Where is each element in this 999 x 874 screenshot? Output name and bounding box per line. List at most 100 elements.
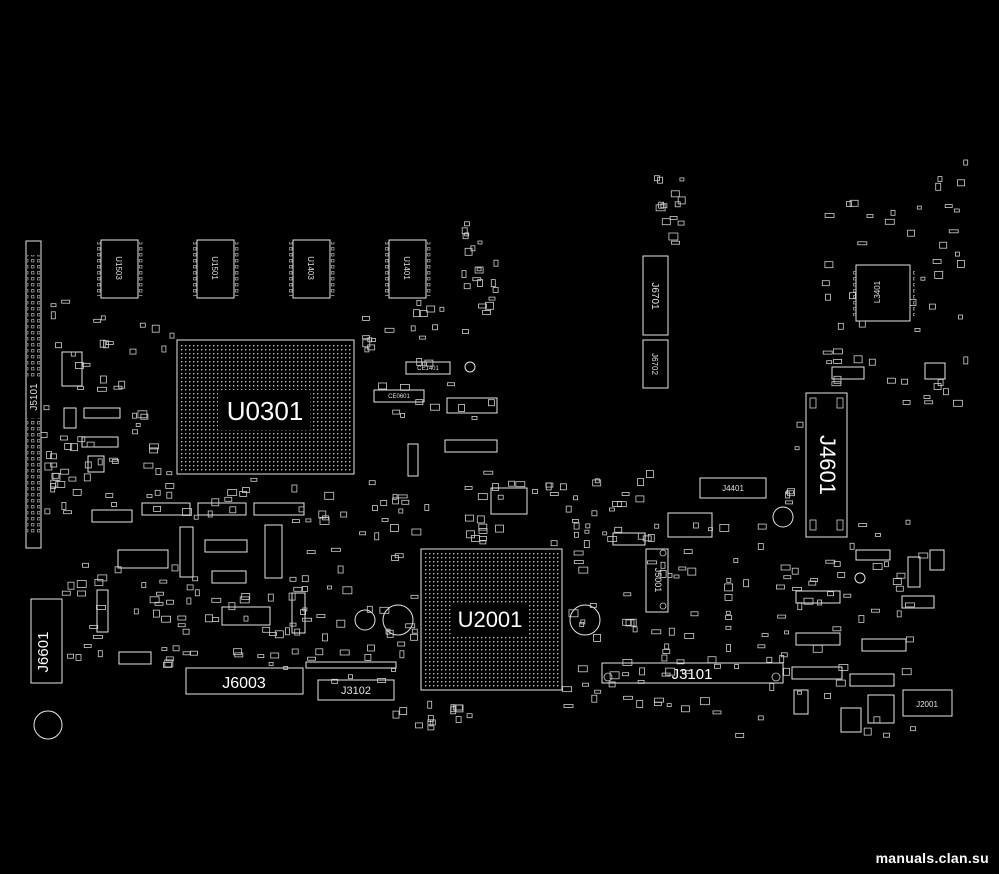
smd-pad	[427, 715, 434, 722]
smd-pad	[89, 625, 99, 629]
smd-pad	[105, 341, 114, 346]
smd-pad	[780, 652, 788, 658]
smd-pad	[140, 413, 149, 420]
inductor-l3401: L3401	[851, 264, 915, 322]
smd-pad	[719, 524, 730, 532]
smd-pad	[212, 617, 220, 622]
smd-pad	[362, 335, 371, 340]
smd-pad	[573, 522, 580, 530]
smd-pad	[50, 303, 57, 308]
smd-pad	[497, 494, 504, 500]
smd-pad	[681, 705, 690, 713]
smd-pad	[812, 644, 823, 653]
smd-pad	[670, 190, 680, 198]
smd-pad	[827, 591, 834, 597]
smd-pad	[182, 651, 191, 656]
smd-pad	[372, 505, 378, 512]
smd-pad	[667, 573, 673, 578]
smd-pad	[647, 534, 655, 542]
smd-pad	[476, 267, 482, 272]
smd-pad	[411, 528, 422, 536]
connector-j6003: J6003	[185, 667, 304, 695]
smd-pad	[111, 502, 117, 507]
smd-pad	[953, 399, 963, 407]
smd-pad	[241, 593, 251, 600]
smd-pad	[416, 299, 422, 306]
smd-pad	[241, 487, 250, 494]
smd-pad	[306, 550, 316, 554]
smd-pad	[479, 536, 487, 541]
smd-pad	[342, 586, 353, 595]
smd-pad	[367, 344, 376, 351]
smd-pad	[100, 375, 107, 384]
smd-pad	[623, 592, 632, 597]
smd-pad	[835, 679, 846, 687]
smd-pad	[757, 715, 764, 721]
smd-pad	[660, 203, 668, 209]
connector-j3102: J3102	[317, 679, 395, 701]
smd-pad	[186, 597, 192, 605]
smd-pad	[637, 532, 646, 540]
smd-pad	[415, 722, 423, 729]
smd-pad	[50, 462, 58, 468]
connector-j4401: J4401	[699, 477, 767, 499]
smd-pad	[211, 597, 222, 603]
j5101-label: J5101	[29, 383, 40, 411]
smd-pad	[164, 659, 174, 668]
smd-pad	[914, 327, 921, 332]
smd-pad	[901, 668, 912, 676]
smd-pad	[905, 519, 911, 525]
smd-pad	[797, 602, 803, 611]
smd-pad	[810, 578, 818, 582]
smd-pad	[621, 492, 630, 496]
smd-pad	[392, 409, 401, 415]
smd-pad	[944, 204, 953, 209]
smd-pad	[367, 644, 375, 652]
smd-pad	[833, 561, 841, 567]
smd-pad	[364, 347, 370, 353]
smd-pad	[61, 590, 71, 596]
smd-pad	[152, 609, 160, 618]
smd-pad	[849, 542, 855, 550]
smd-pad	[673, 574, 680, 579]
smd-pad	[958, 314, 963, 320]
smd-pad	[902, 399, 911, 405]
smd-pad	[397, 641, 406, 647]
smd-pad	[177, 615, 187, 621]
smd-pad	[934, 270, 944, 279]
connector-j5001: J5001	[645, 548, 669, 613]
smd-pad	[654, 175, 660, 182]
smd-pad	[582, 682, 589, 687]
smd-pad	[177, 623, 186, 628]
smd-pad	[872, 563, 883, 570]
smd-pad	[635, 495, 645, 503]
smd-pad	[846, 201, 852, 207]
smd-pad	[817, 599, 822, 606]
smd-pad	[796, 421, 804, 428]
smd-pad	[725, 615, 732, 620]
smd-pad	[682, 669, 692, 674]
smd-pad	[707, 656, 717, 664]
smd-pad	[172, 645, 180, 652]
smd-pad	[963, 159, 969, 166]
smd-pad	[166, 491, 173, 499]
chip-u2001: U2001	[420, 548, 563, 691]
connector-j6601: J6601	[30, 598, 63, 740]
smd-pad	[826, 360, 833, 365]
smd-pad	[298, 506, 305, 513]
smd-pad	[43, 405, 50, 411]
smd-pad	[44, 462, 53, 471]
smd-pad	[291, 648, 299, 655]
smd-pad	[166, 599, 174, 605]
smd-pad	[550, 540, 558, 547]
smd-pad	[678, 566, 687, 571]
smd-pad	[156, 591, 164, 596]
smd-pad	[466, 530, 475, 539]
smd-pad	[478, 528, 488, 534]
smd-pad	[669, 216, 678, 220]
smd-pad	[424, 504, 430, 511]
smd-pad	[646, 470, 654, 479]
smd-pad	[139, 322, 146, 328]
smd-pad	[849, 199, 859, 207]
smd-pad	[61, 299, 71, 304]
